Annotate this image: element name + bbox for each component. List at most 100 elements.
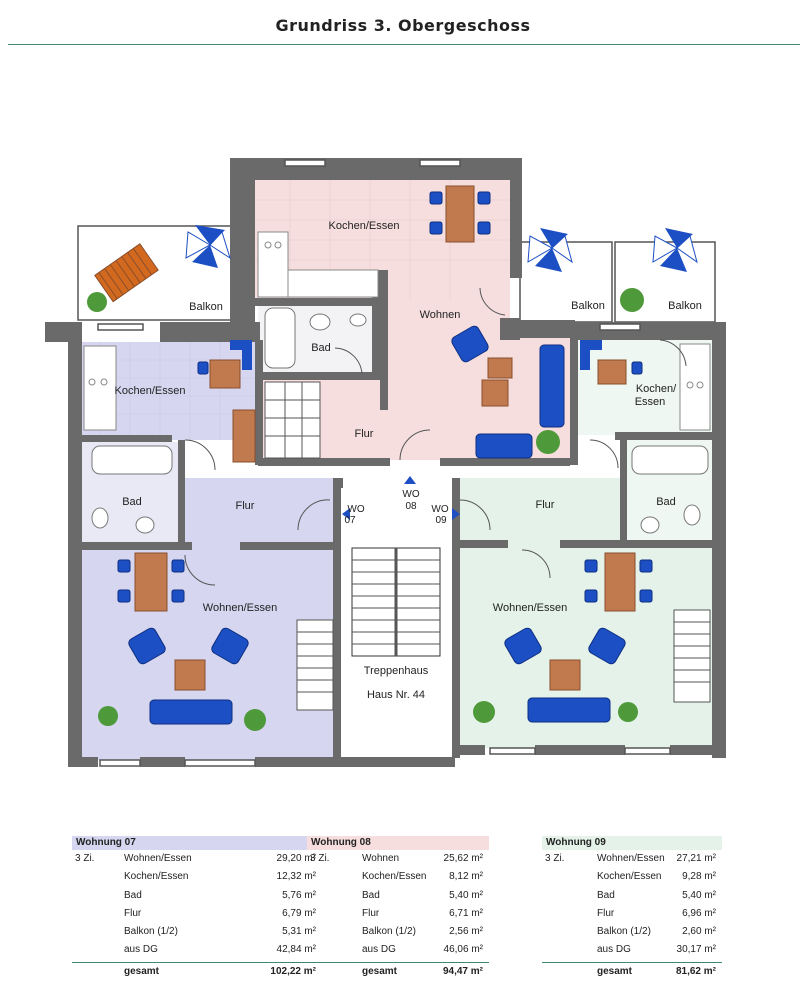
table-row: Balkon (1/2)5,31 m² bbox=[72, 923, 322, 941]
counter-07 bbox=[232, 409, 256, 463]
room-name: Kochen/Essen bbox=[362, 871, 427, 883]
wall-09-kitchen-bottom bbox=[615, 432, 715, 440]
room-count: 3 Zi. bbox=[75, 853, 95, 864]
wall-07-kitchen-right bbox=[255, 340, 263, 465]
plant-wohnen-07b bbox=[244, 709, 266, 731]
total-area: 94,47 m² bbox=[442, 965, 483, 977]
coffee-table-09 bbox=[549, 659, 581, 691]
chair-08-1 bbox=[429, 191, 443, 205]
wall-09-flur-bottom bbox=[458, 540, 508, 548]
kitchen-corner-units bbox=[230, 340, 602, 370]
coffee-table-08b bbox=[481, 379, 509, 407]
label-wohnen-essen-07: Wohnen/Essen bbox=[203, 602, 277, 614]
wall-07-flur-bottomR bbox=[240, 542, 340, 550]
seating bbox=[117, 191, 653, 725]
plant-wohnen-08 bbox=[536, 430, 560, 454]
total-label: gesamt bbox=[597, 965, 633, 977]
room-name: Kochen/Essen bbox=[124, 871, 189, 883]
room-area: 6,96 m² bbox=[682, 907, 716, 919]
chair-08-2 bbox=[429, 221, 443, 235]
room-name: Bad bbox=[597, 889, 615, 901]
bathtub-07 bbox=[91, 445, 173, 475]
coffee-table-07 bbox=[174, 659, 206, 691]
room-area: 46,06 m² bbox=[443, 944, 483, 956]
dining-table-09 bbox=[604, 552, 636, 612]
sink-09 bbox=[683, 504, 701, 526]
room-area: 6,79 m² bbox=[282, 907, 316, 919]
wall-bottom-09c bbox=[670, 745, 726, 755]
room-name: Flur bbox=[597, 907, 615, 919]
arrow-09 bbox=[452, 508, 460, 520]
staircase-main bbox=[351, 547, 441, 657]
armchair-09b bbox=[588, 627, 626, 665]
umbrella-08 bbox=[527, 228, 573, 272]
label-wo08-line2: 08 bbox=[405, 501, 417, 512]
chair-07-k bbox=[197, 361, 209, 375]
room-area: 12,32 m² bbox=[276, 871, 316, 883]
sink-08 bbox=[349, 313, 367, 327]
chair-07-3 bbox=[171, 559, 185, 573]
wall-bottom-07c bbox=[255, 757, 455, 767]
sofa-08b bbox=[475, 433, 533, 459]
room-count: 3 Zi. bbox=[310, 853, 330, 864]
room-area: 2,56 m² bbox=[449, 926, 483, 938]
plants bbox=[87, 288, 644, 731]
wall-top-08 bbox=[230, 158, 520, 180]
plant-balkon-08 bbox=[620, 288, 644, 312]
chair-09-1 bbox=[584, 559, 598, 573]
wall-07-kitchen-bottom bbox=[82, 435, 172, 442]
kitchen-counters bbox=[83, 231, 711, 431]
armchair-09a bbox=[504, 627, 542, 665]
wall-bottom-09b bbox=[535, 745, 625, 755]
staircase-08 bbox=[264, 381, 321, 459]
armchair-07a bbox=[128, 627, 166, 665]
umbrella-07 bbox=[185, 225, 231, 268]
wall-left-07 bbox=[68, 322, 82, 760]
label-bad-08: Bad bbox=[311, 342, 331, 354]
armchair-08 bbox=[451, 325, 489, 363]
label-flur-09: Flur bbox=[536, 499, 555, 511]
room-name: Flur bbox=[124, 907, 142, 919]
page-title: Grundriss 3. Obergeschoss bbox=[275, 16, 531, 35]
room-name: Balkon (1/2) bbox=[597, 926, 651, 938]
bathtub-09 bbox=[631, 445, 709, 475]
total-label: gesamt bbox=[124, 965, 160, 977]
wall-stair-top bbox=[338, 478, 343, 488]
wall-kitchen08-bottom bbox=[255, 298, 380, 306]
wall-flur08-bottomR bbox=[440, 458, 570, 466]
plant-wohnen-09b bbox=[618, 702, 638, 722]
wall-left-08 bbox=[230, 158, 255, 323]
staircase-07 bbox=[296, 619, 334, 711]
table-row: Flur 6,96 m² bbox=[542, 905, 722, 923]
label-wo09-line2: 09 bbox=[435, 515, 447, 526]
label-kochen-essen-08: Kochen/Essen bbox=[329, 220, 400, 232]
wall-stair-left bbox=[333, 478, 341, 758]
label-wo09-line1: WO bbox=[431, 504, 448, 515]
bath-fixtures bbox=[91, 307, 709, 534]
room-area: 5,31 m² bbox=[282, 926, 316, 938]
label-kochen-essen-07: Kochen/Essen bbox=[115, 385, 186, 397]
floor-wohnen-07 bbox=[82, 548, 334, 760]
table-row: Kochen/Essen 12,32 m² bbox=[72, 868, 322, 886]
wall-bottom-07b bbox=[140, 757, 185, 767]
table-header: Wohnung 09 bbox=[542, 836, 722, 850]
wall-09-kitchen-left bbox=[570, 335, 578, 465]
floor-flur-09 bbox=[458, 478, 623, 548]
table-header: Wohnung 07 bbox=[72, 836, 322, 850]
room-area: 5,76 m² bbox=[282, 889, 316, 901]
wall-wohnen08-right bbox=[500, 318, 520, 340]
room-area: 5,40 m² bbox=[682, 889, 716, 901]
label-balkon-09: Balkon bbox=[668, 300, 702, 312]
